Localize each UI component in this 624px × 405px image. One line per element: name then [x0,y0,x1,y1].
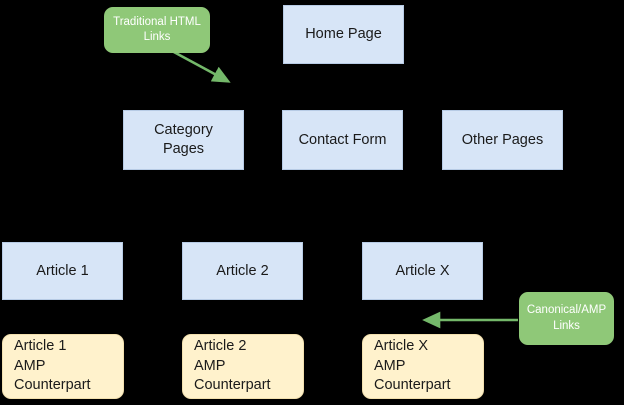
page-box-category[interactable]: Category Pages [123,110,244,170]
page-box-other-pages[interactable]: Other Pages [442,110,563,170]
article-box-article-x[interactable]: Article X [362,242,483,300]
amp-label: Article X AMP Counterpart [374,338,451,394]
amp-box-article-2[interactable]: Article 2 AMP Counterpart [182,334,304,399]
page-label: Category Pages [154,122,213,157]
annotation-label: Canonical/AMP Links [526,304,607,332]
annotation-label: Traditional HTML Links [113,15,201,43]
page-box-contact-form[interactable]: Contact Form [282,110,403,170]
amp-label: Article 2 AMP Counterpart [194,338,271,394]
article-label: Article 1 [36,262,89,279]
amp-label: Article 1 AMP Counterpart [14,338,91,394]
article-box-article-1[interactable]: Article 1 [2,242,123,300]
page-label: Home Page [305,26,382,43]
amp-box-article-1[interactable]: Article 1 AMP Counterpart [2,334,124,399]
article-label: Article X [395,262,450,279]
annotation-canonical-amp-links[interactable]: Canonical/AMP Links [519,292,614,345]
page-box-home[interactable]: Home Page [283,5,404,64]
annotation-traditional-html-links[interactable]: Traditional HTML Links [104,7,210,53]
article-box-article-2[interactable]: Article 2 [182,242,303,300]
amp-box-article-x[interactable]: Article X AMP Counterpart [362,334,484,399]
page-label: Contact Form [298,131,387,148]
page-label: Other Pages [461,131,544,148]
article-label: Article 2 [216,262,269,279]
traditional-html-links-arrow [171,49,231,83]
